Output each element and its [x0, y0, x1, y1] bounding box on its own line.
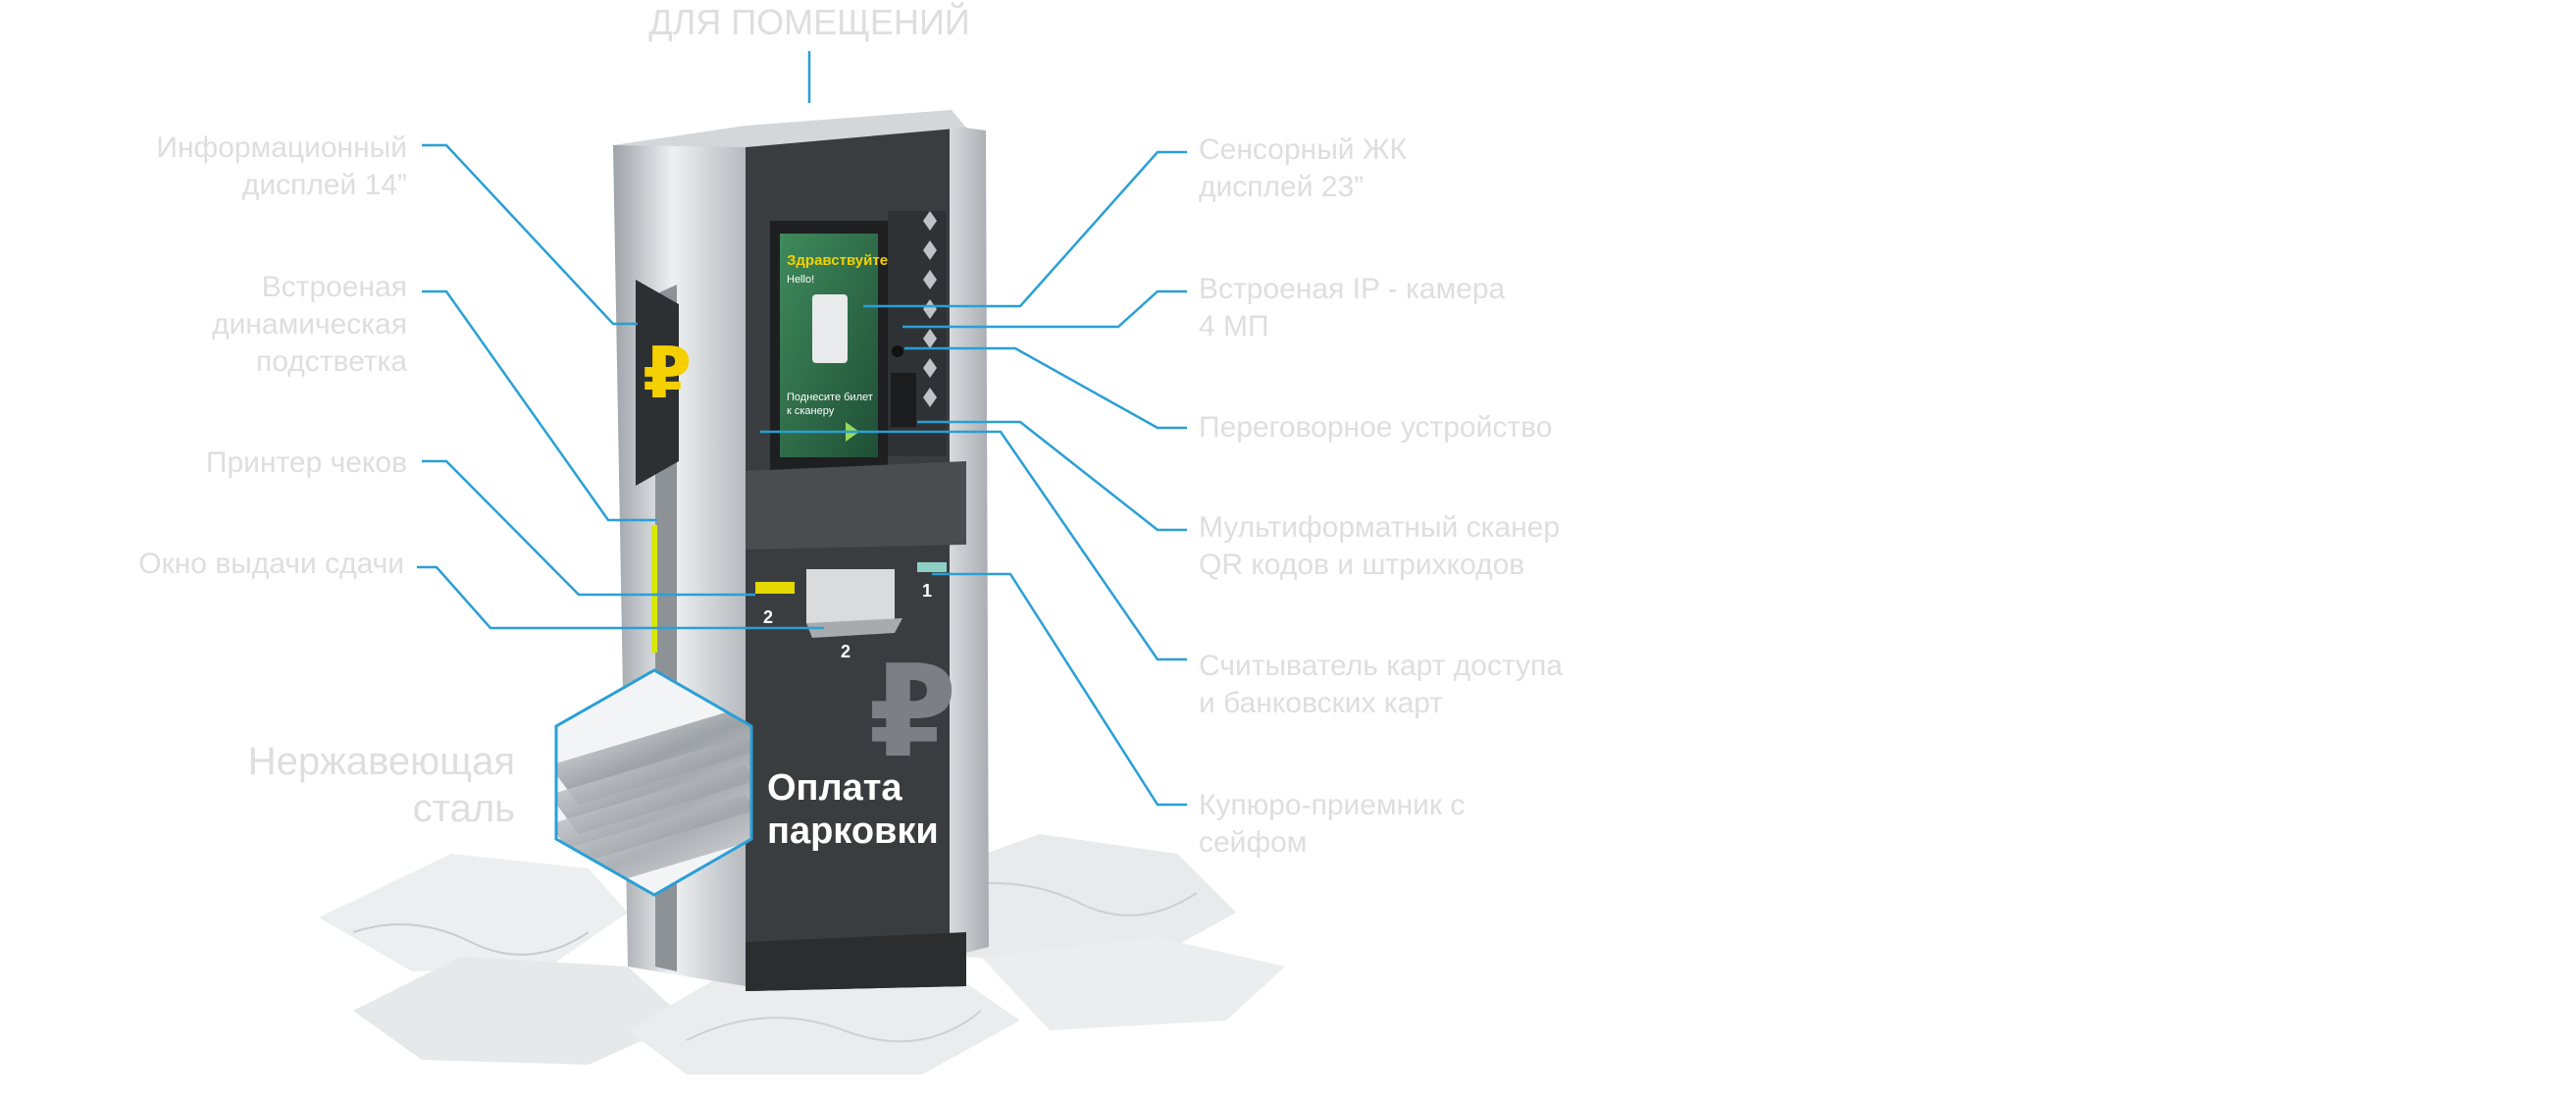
label-info-display: Информационный дисплей 14”	[156, 131, 407, 201]
leader-card-reader	[760, 430, 1187, 661]
camera-icon	[892, 345, 903, 357]
parking-payment-line1: Оплата	[767, 767, 902, 809]
leader-printer	[422, 459, 755, 597]
info-display	[636, 280, 679, 486]
change-window	[806, 569, 895, 623]
front-ruble-icon: ₽	[868, 640, 956, 783]
vent-pattern	[923, 211, 937, 407]
screen-ticket-image	[812, 294, 848, 363]
label-lighting: Встроеная динамическая подстветка	[212, 271, 407, 378]
label-stainless-steel: Нержавеющая сталь	[247, 740, 515, 830]
parking-payment-line2: парковки	[767, 811, 939, 852]
step-2b-label: 2	[841, 642, 850, 661]
steel-sample	[554, 668, 753, 897]
page-title: ДЛЯ ПОМЕЩЕНИЙ	[648, 2, 970, 42]
label-touch-display: Сенсорный ЖК дисплей 23”	[1199, 133, 1408, 203]
kiosk-right-rail	[950, 126, 989, 957]
leader-touch-display	[863, 150, 1187, 308]
leader-info-display	[422, 143, 638, 326]
label-camera: Встроеная IP - камера 4 МП	[1199, 273, 1506, 342]
label-bill-acceptor: Купюро-приемник с сейфом	[1199, 789, 1466, 859]
step-1-label: 1	[922, 581, 932, 601]
leader-bill-acceptor	[932, 572, 1187, 807]
screen-hello: Hello!	[787, 274, 814, 286]
leader-change-window	[417, 565, 824, 630]
leader-lines	[417, 51, 1187, 807]
leader-intercom	[904, 346, 1187, 430]
kiosk-top	[613, 110, 966, 147]
label-intercom: Переговорное устройство	[1199, 411, 1553, 444]
qr-scanner	[891, 373, 916, 427]
lighting-strip	[651, 525, 657, 653]
screen-greeting: Здравствуйте!	[787, 252, 893, 269]
printer-slot	[755, 582, 795, 594]
kiosk-base	[746, 932, 966, 991]
card-reader	[917, 562, 947, 572]
label-printer: Принтер чеков	[205, 446, 407, 479]
leader-camera	[902, 289, 1187, 329]
label-scanner: Мультиформатный сканер QR кодов и штрихк…	[1199, 511, 1561, 581]
kiosk-mid-bevel	[746, 461, 966, 550]
label-change-window: Окно выдачи сдачи	[138, 548, 404, 580]
step-2-label: 2	[763, 607, 773, 627]
leader-scanner	[917, 420, 1187, 532]
info-display-ruble: ₽	[643, 335, 692, 413]
change-tray	[806, 618, 902, 638]
parking-payment-text: Оплата парковки	[767, 767, 939, 852]
label-card-reader: Считыватель карт доступа и банковских ка…	[1199, 650, 1563, 719]
leader-lighting	[422, 289, 657, 522]
